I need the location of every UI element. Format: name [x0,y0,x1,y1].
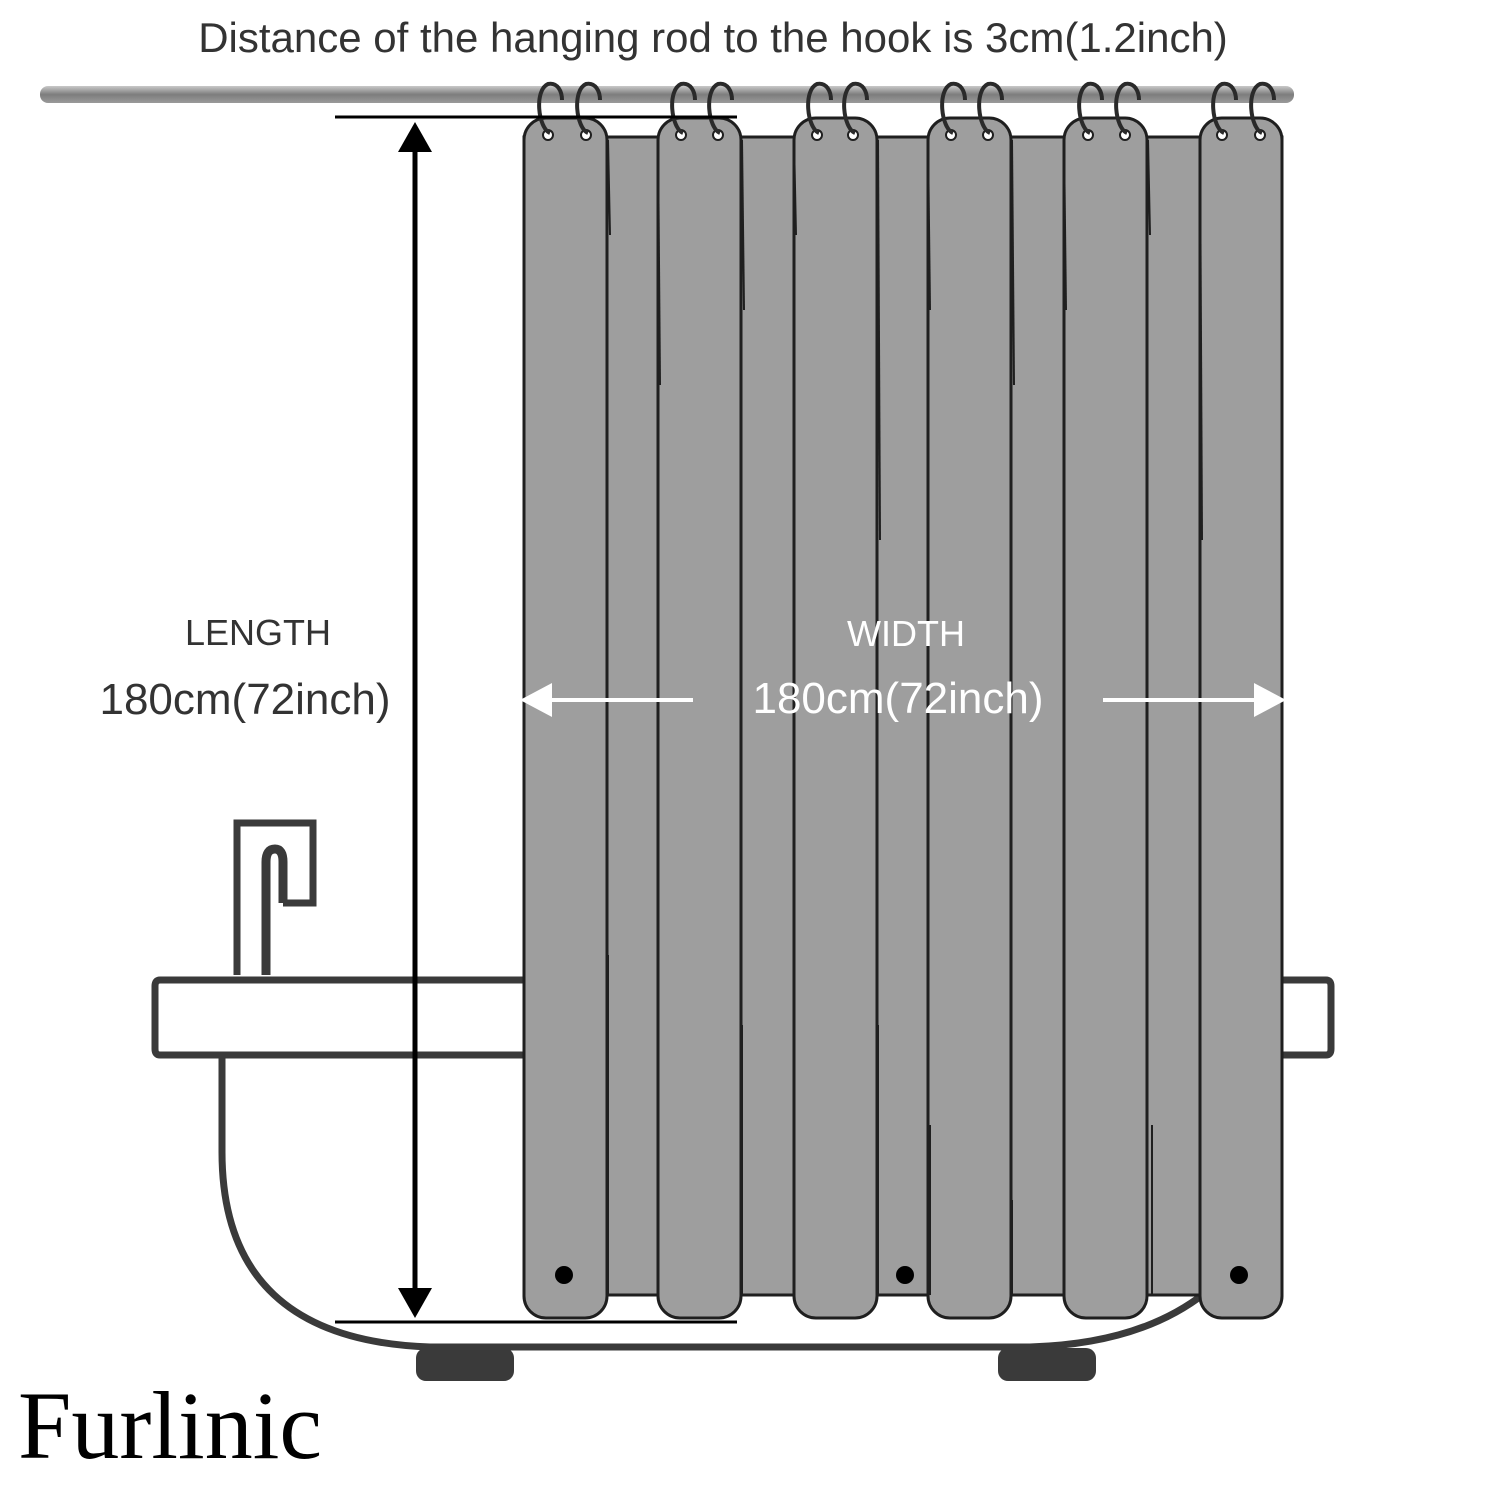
fold-line [1147,139,1151,236]
curtain-ring-icon [575,81,602,135]
fold-line [657,139,661,386]
bathtub-rim-right [1282,976,1335,1059]
fold-line [877,139,881,541]
curtain-pleat [522,116,609,1320]
bathtub-body [218,1057,1208,1351]
width-value: 180cm(72inch) [752,674,1043,723]
fold-line [927,139,931,311]
curtain-pleat [656,116,743,1320]
brand-logo: Furlinic [18,1372,322,1479]
curtain-pleat [792,116,879,1320]
bathtub-rim [151,976,524,1059]
curtain-ring-icon [1114,81,1141,135]
fold-line [607,139,611,236]
width-dimension [520,683,1286,717]
curtain-ring-icon [977,81,1004,135]
faucet-icon [233,819,317,975]
curtain-weight [896,1266,914,1284]
curtain-weights [555,1266,1248,1284]
width-arrow-right [1254,683,1286,717]
fold-line [1011,139,1015,386]
length-arrow-bottom [398,1288,432,1318]
length-label: LENGTH [185,612,331,653]
curtain-ring-icon [842,81,869,135]
curtain-ring-icon [537,81,564,135]
header-note: Distance of the hanging rod to the hook … [198,14,1228,61]
grommet-holes [542,129,1266,141]
curtain-ring-icon [1077,81,1104,135]
curtain-ring-icon [1249,81,1276,135]
curtain-pleat [1198,116,1284,1320]
curtain-ring-icon [940,81,967,135]
curtain-ring-icon [806,81,833,135]
curtain-panels [522,116,1284,1320]
curtain-ring-icon [1211,81,1238,135]
curtain-pleat [926,116,1013,1320]
bathtub-feet [416,1348,1096,1381]
curtain-rings [537,81,1276,135]
length-arrow-top [398,122,432,152]
hanging-rod [40,86,1294,103]
width-arrow-left [520,683,552,717]
curtain-weight [1230,1266,1248,1284]
fold-line [1063,139,1067,311]
width-label: WIDTH [847,613,965,654]
length-dimension [335,115,737,1324]
curtain-pleat [1062,116,1149,1320]
curtain-body [522,135,1284,1297]
curtain-ring-icon [670,81,697,135]
curtain-weight [555,1266,573,1284]
fold-line [793,139,797,236]
curtain-ring-icon [707,81,734,135]
fold-line [1199,139,1203,541]
curtain-folds [607,139,1203,1295]
length-value: 180cm(72inch) [99,675,390,724]
bathtub-foot-left [416,1348,514,1381]
bathtub [151,976,1335,1351]
fold-line [741,139,745,311]
shower-curtain [522,116,1284,1320]
bathtub-foot-right [998,1348,1096,1381]
